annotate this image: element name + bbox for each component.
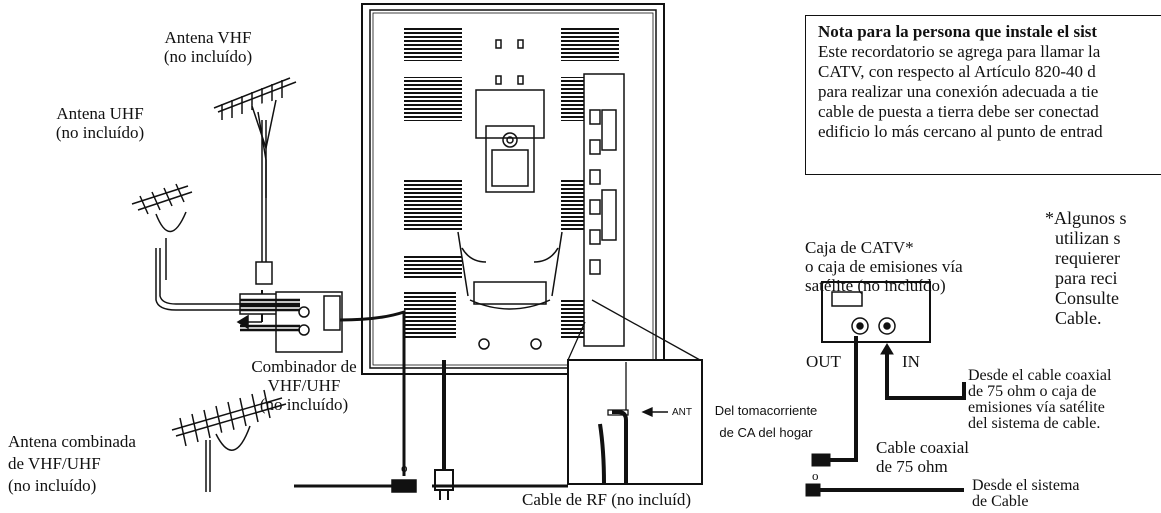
in-label: IN [902,352,920,371]
label-line: Antena combinada [8,432,136,451]
label-line: satélite (no incluído) [805,276,946,295]
uhf-antenna-label: Antena UHF (no incluído) [40,104,160,142]
catv-box [821,281,931,343]
note-line: Este recordatorio se agrega para llamar … [818,42,1101,61]
label-line: de 75 ohm o caja de [968,383,1097,400]
rf-cable [598,410,628,485]
footnote-line: *Algunos s [1045,208,1127,228]
label-line: Del tomacorriente [714,403,818,418]
combined-antenna [171,389,568,493]
label-line: de 75 ohm [876,457,948,476]
label-line: Combinador de [251,357,357,376]
note-title: Nota para la persona que instale el sist [818,22,1098,41]
from-coax-label: Desde el cable coaxial de 75 ohm o caja … [968,368,1111,432]
label-line: de CA del hogar [719,425,813,440]
label-line: (no incluído) [8,476,97,495]
vhf-uhf-combiner [236,290,406,476]
footnote-line: para reci [1055,268,1118,288]
note-line: edificio lo más cercano al punto de entr… [818,122,1103,141]
label-line: emisiones vía satélite [968,399,1105,416]
vhf-antenna [213,77,297,285]
label-line: Desde el cable coaxial [968,367,1112,384]
combined-antenna-label: Antena combinada de VHF/UHF (no incluído… [8,432,136,495]
label-line: (no incluído) [55,123,145,142]
note-line: CATV, con respecto al Artículo 820-40 d [818,62,1096,81]
or-label: o [812,468,819,483]
from-cable-label: Desde el sistema de Cable [972,478,1080,510]
installer-note-box: Nota para la persona que instale el sist… [805,15,1161,175]
label-line: o caja de emisiones vía [805,257,963,276]
note-line: para realizar una conexión adecuada a ti… [818,82,1099,101]
coax-75-label: Cable coaxial de 75 ohm [876,438,969,476]
label-line: del sistema de cable. [968,415,1101,432]
label-line: Caja de CATV* [805,238,914,257]
combiner-label: Combinador de VHF/UHF (no incluído) [234,357,374,414]
note-line: cable de puesta a tierra debe ser conect… [818,102,1099,121]
label-line: de VHF/UHF [8,454,101,473]
label-line: VHF/UHF [267,376,341,395]
label-line: Antena VHF [164,28,252,47]
rf-cable-label: Cable de RF (no incluíd) [522,490,692,509]
out-label: OUT [806,352,841,371]
label-line: (no incluído) [163,47,253,66]
vhf-antenna-label: Antena VHF (no incluído) [138,28,278,66]
power-cord [434,360,454,500]
ant-label: ANT [672,407,692,418]
label-line: Cable coaxial [876,438,969,457]
or-label: o [401,460,408,475]
catv-cables [805,336,966,497]
uhf-antenna [131,183,240,311]
tv-back-panel [361,3,665,375]
catv-box-label: Caja de CATV* o caja de emisiones vía sa… [805,238,963,295]
footnote-line: requierer [1055,248,1120,268]
footnote-line: Consulte [1055,288,1120,308]
label-line: de Cable [972,493,1029,510]
ac-outlet-label: Del tomacorriente de CA del hogar [708,403,824,441]
catv-footnote: *Algunos s utilizan s requierer para rec… [1045,208,1127,328]
label-line: (no incluído) [259,395,349,414]
footnote-line: Cable. [1055,308,1102,328]
antenna-input-closeup [567,299,703,485]
footnote-line: utilizan s [1055,228,1121,248]
label-line: Desde el sistema [972,477,1080,494]
label-line: Antena UHF [56,104,144,123]
